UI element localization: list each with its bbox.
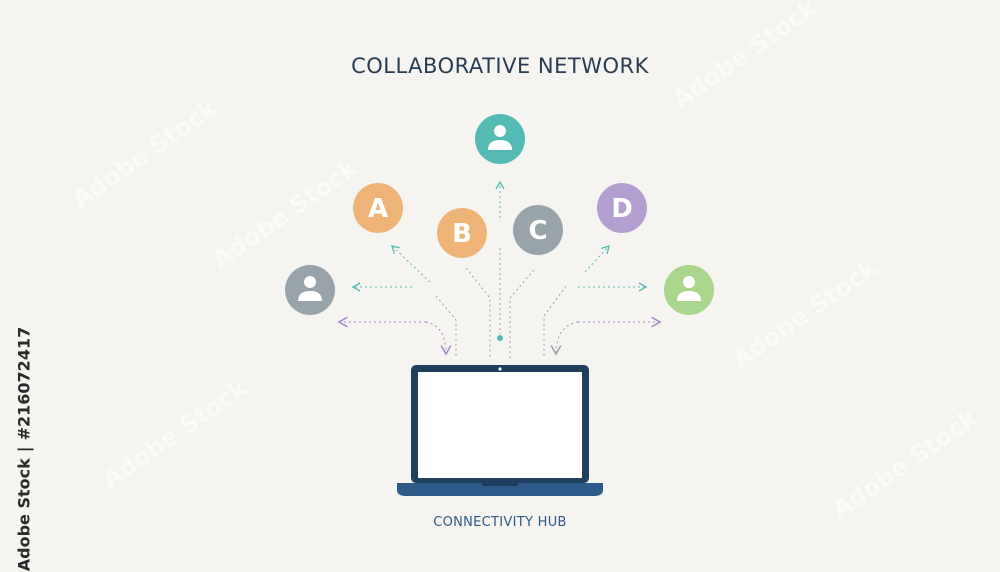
user-icon [298,276,322,301]
stock-brand: Adobe Stock [14,458,34,572]
line-from-c [509,269,535,358]
laptop-base [397,483,603,496]
arrow-to-a [391,245,431,283]
node-circle [353,183,403,233]
user-icon [488,125,512,150]
user-icon [677,276,701,301]
node-circle [285,265,335,315]
center-dot [497,335,503,341]
node-b: B [437,208,487,258]
line-from-d [543,285,567,358]
node-circle [513,205,563,255]
node-circle [597,183,647,233]
arrow-right-curve [550,321,579,356]
node-circle [664,265,714,315]
laptop-hinge [482,483,518,486]
line-from-a [435,295,457,358]
node-c: C [513,205,563,255]
node-circle [475,114,525,164]
node-letter: C [528,216,547,246]
arrow-to-d [584,245,610,273]
connector-lines [337,180,662,358]
node-a: A [353,183,403,233]
diagram-subtitle: CONNECTIVITY HUB [433,515,567,530]
node-letter: B [452,219,472,249]
laptop [397,365,603,496]
laptop-camera [498,367,502,371]
node-letter: D [611,194,633,224]
node-letter: A [368,194,388,224]
laptop-screen [418,372,582,478]
node-circle [437,208,487,258]
node-user-right [664,265,714,315]
node-user-left [285,265,335,315]
line-from-b [465,267,491,358]
diagram-title: COLLABORATIVE NETWORK [351,54,649,78]
node-d: D [597,183,647,233]
arrow-left-curve [425,321,452,356]
stock-number: #216072417 [14,326,34,441]
node-user-top [475,114,525,164]
stock-separator: | [14,446,34,453]
stock-id-label: Adobe Stock | #216072417 [15,321,34,571]
